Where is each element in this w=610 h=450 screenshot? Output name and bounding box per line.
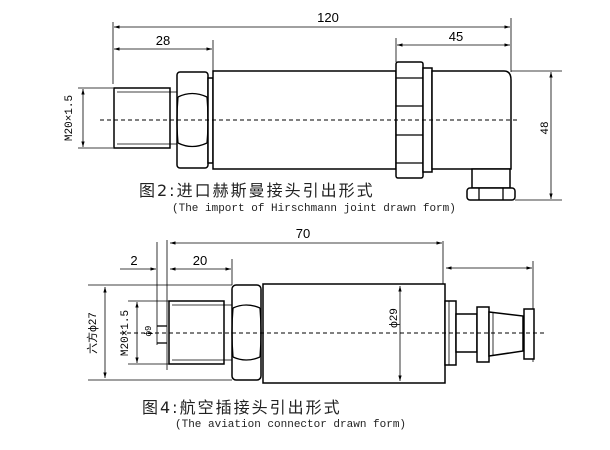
thread	[168, 300, 225, 365]
sensor-body	[262, 283, 446, 384]
dim-28: 28	[156, 33, 170, 48]
figure-4-aviation: 70 2 20 六方ф27 M20×1.5 ф9 ф29 图4:航空插接头引出形…	[85, 226, 545, 431]
thread	[113, 87, 171, 149]
caption-cn: 图4:航空插接头引出形式	[142, 398, 342, 417]
dim-20: 20	[193, 253, 207, 268]
dim-thread-m20: M20×1.5	[120, 310, 132, 356]
dim-pin-9: ф9	[144, 326, 154, 337]
dim-120: 120	[317, 10, 339, 25]
dim-70: 70	[296, 226, 310, 241]
figure-2-hirschmann: 120 28 45 48 M20×1.5 图2:进口赫斯曼接头引出形式 (The…	[64, 10, 562, 215]
caption-en: (The aviation connector drawn form)	[175, 419, 406, 431]
dim-48: 48	[540, 121, 552, 134]
caption-cn: 图2:进口赫斯曼接头引出形式	[139, 181, 375, 200]
dim-body-29: ф29	[388, 308, 401, 328]
dim-45: 45	[449, 29, 463, 44]
caption-en: (The import of Hirschmann joint drawn fo…	[172, 203, 456, 215]
dim-hex-27: 六方ф27	[85, 312, 100, 354]
dim-thread-m20: M20×1.5	[64, 95, 76, 141]
dim-2: 2	[130, 253, 137, 268]
hex-nut	[231, 284, 262, 381]
